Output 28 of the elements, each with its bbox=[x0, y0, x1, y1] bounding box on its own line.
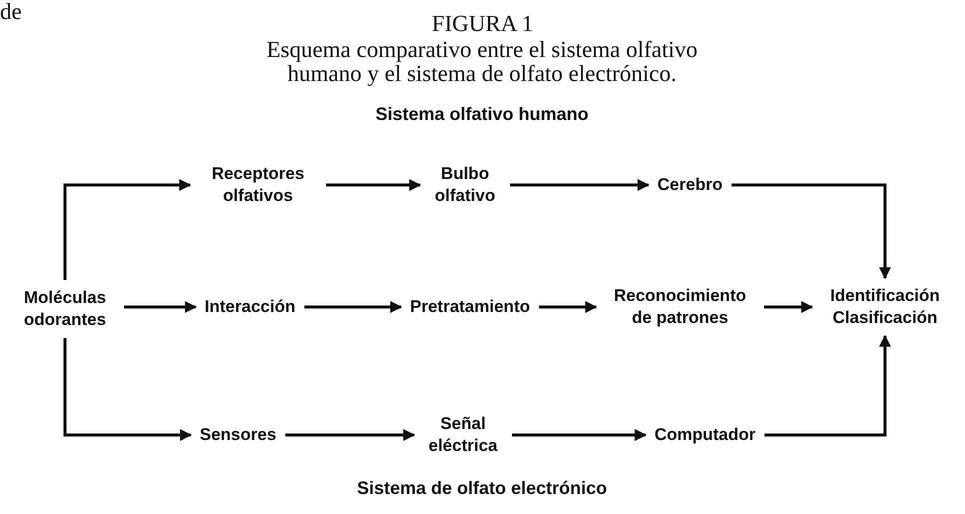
flow-label: Interacción bbox=[204, 296, 296, 318]
arrow bbox=[64, 338, 192, 441]
arrow bbox=[124, 301, 197, 313]
flow-label: Reconocimiento de patrones bbox=[605, 285, 755, 329]
figure-title: FIGURA 1 bbox=[430, 12, 534, 36]
text-fragment: de bbox=[0, 0, 22, 24]
arrow bbox=[64, 179, 192, 280]
flow-label: Sensores bbox=[200, 424, 276, 446]
arrow bbox=[512, 429, 647, 441]
arrow bbox=[764, 334, 891, 436]
arrow bbox=[285, 429, 416, 441]
arrow bbox=[510, 179, 650, 191]
figure-caption: Esquema comparativo entre el sistema olfativo humano y el sistema de olfato electrónico. bbox=[265, 38, 699, 86]
section-heading: Sistema olfativo humano bbox=[375, 104, 589, 125]
flow-label: Señal eléctrica bbox=[423, 413, 503, 457]
arrow bbox=[326, 179, 422, 191]
arrow bbox=[732, 184, 891, 280]
flow-label: Moléculas odorantes bbox=[15, 287, 115, 331]
arrow bbox=[539, 301, 598, 313]
flow-label: Identificación Clasificación bbox=[821, 285, 949, 329]
flow-label: Receptores olfativos bbox=[199, 163, 317, 207]
flow-label: Bulbo olfativo bbox=[429, 163, 501, 207]
flow-label: Computador bbox=[654, 424, 756, 446]
arrow bbox=[304, 301, 402, 313]
section-heading: Sistema de olfato electrónico bbox=[356, 478, 608, 499]
flow-label: Cerebro bbox=[657, 174, 723, 196]
arrow bbox=[764, 301, 814, 313]
flow-label: Pretratamiento bbox=[410, 296, 530, 318]
